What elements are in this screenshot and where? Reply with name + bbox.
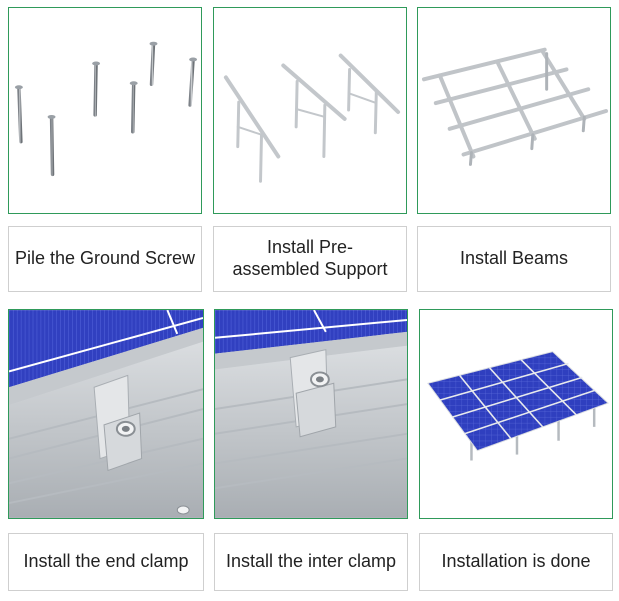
pre-assembled-support-image	[223, 53, 401, 183]
step-5-label: Install the inter clamp	[225, 551, 397, 572]
ground-screws-image	[14, 41, 198, 177]
step-3-illustration	[417, 7, 611, 214]
step-4-caption: Install the end clamp	[8, 533, 204, 591]
step-5-caption: Install the inter clamp	[214, 533, 408, 591]
step-2-caption: Install Pre-assembled Support	[213, 226, 407, 292]
step-3-label: Install Beams	[459, 248, 569, 269]
step-1-caption: Pile the Ground Screw	[8, 226, 202, 292]
step-6-illustration	[419, 309, 613, 519]
beams-frame-image	[421, 47, 609, 166]
step-1-label: Pile the Ground Screw	[14, 248, 196, 269]
step-4-label: Install the end clamp	[23, 551, 189, 572]
step-1-illustration	[8, 7, 202, 214]
step-6-caption: Installation is done	[419, 533, 613, 591]
step-2-label: Install Pre-assembled Support	[232, 237, 388, 279]
completed-array-image	[427, 351, 609, 461]
end-clamp-image	[9, 310, 203, 518]
step-6-label: Installation is done	[441, 551, 591, 572]
step-5-illustration	[214, 309, 408, 519]
step-3-caption: Install Beams	[417, 226, 611, 292]
step-4-illustration	[8, 309, 204, 519]
inter-clamp-image	[215, 310, 407, 518]
step-2-illustration	[213, 7, 407, 214]
